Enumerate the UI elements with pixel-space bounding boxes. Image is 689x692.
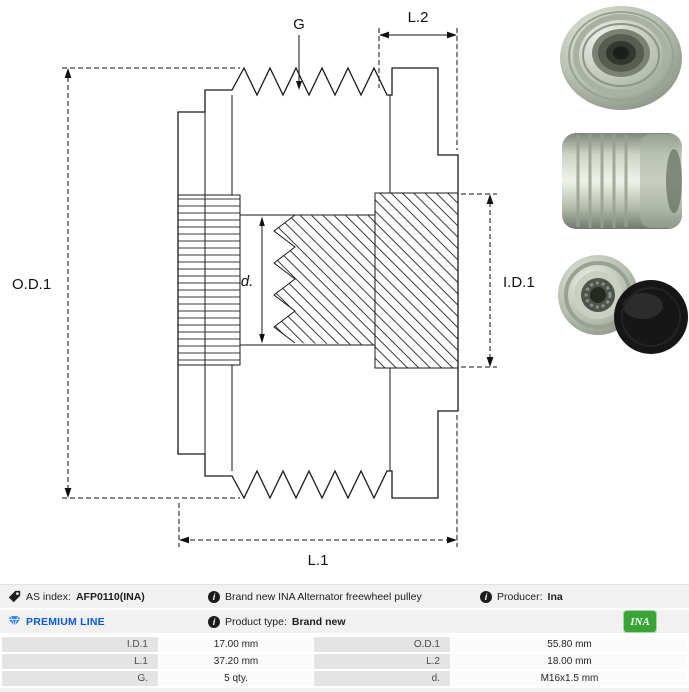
spec-value: 18.00 mm <box>452 654 687 669</box>
info-row-1: AS index: AFP0110(INA) i Brand new INA A… <box>0 585 689 610</box>
tag-icon <box>8 590 21 603</box>
spec-value: 5 qty. <box>160 671 312 686</box>
spec-label: O.D.1 <box>314 637 450 652</box>
diamond-icon <box>8 615 21 628</box>
product-photo-front-and-cap <box>556 249 688 364</box>
product-photo-side-view <box>556 125 688 242</box>
info-row-2: PREMIUM LINE i Product type: Brand new I… <box>0 610 689 635</box>
spec-label: L.1 <box>2 654 158 669</box>
spec-label: G. <box>2 671 158 686</box>
product-description: Brand new INA Alternator freewheel pulle… <box>225 590 422 603</box>
spec-value: 37.20 mm <box>160 654 312 669</box>
info-icon: i <box>480 590 492 603</box>
info-icon: i <box>208 590 220 603</box>
dim-label-g: G <box>293 16 305 33</box>
dimension-g <box>296 35 302 90</box>
product-type-label: Product type: <box>225 615 287 628</box>
spec-value: 17.00 mm <box>160 637 312 652</box>
specs-table: I.D.1 17.00 mm O.D.1 55.80 mm L.1 37.20 … <box>0 635 689 688</box>
sleeve-section-hatched <box>374 192 459 369</box>
premium-line-cell: PREMIUM LINE <box>8 615 208 628</box>
dimension-l2 <box>378 28 458 150</box>
dimension-d <box>259 216 265 344</box>
pulley-outline <box>177 66 459 500</box>
dim-label-od1: O.D.1 <box>12 276 51 293</box>
as-index-cell: AS index: AFP0110(INA) <box>8 590 208 603</box>
as-index-label: AS index: <box>26 590 71 603</box>
dimension-od1 <box>62 67 240 499</box>
spec-label: L.2 <box>314 654 450 669</box>
product-photo-angled-view <box>556 3 688 118</box>
producer-label: Producer: <box>497 590 543 603</box>
as-index-value: AFP0110(INA) <box>75 590 145 603</box>
bore-section-hatch <box>274 215 375 345</box>
product-info-panel: AS index: AFP0110(INA) i Brand new INA A… <box>0 584 689 692</box>
ina-logo: INA <box>623 610 657 633</box>
spec-value: M16x1.5 mm <box>452 671 687 686</box>
table-row: I.D.1 17.00 mm O.D.1 55.80 mm <box>2 637 687 652</box>
dim-label-l2: L.2 <box>408 9 429 26</box>
dim-label-d: d. <box>241 273 254 290</box>
table-row: L.1 37.20 mm L.2 18.00 mm <box>2 654 687 669</box>
producer-cell: i Producer: Ina <box>480 590 681 603</box>
dim-label-id1: I.D.1 <box>503 274 535 291</box>
thread-profile <box>273 214 296 344</box>
dimension-l1 <box>178 415 458 547</box>
table-row: G. 5 qty. d. M16x1.5 mm <box>2 671 687 686</box>
product-photos <box>556 3 688 364</box>
brand-cell: INA <box>480 610 681 633</box>
premium-line-label: PREMIUM LINE <box>26 615 105 628</box>
product-type-cell: i Product type: Brand new <box>208 615 480 628</box>
spec-label: d. <box>314 671 450 686</box>
producer-value: Ina <box>547 590 563 603</box>
technical-drawing: O.D.1 G L.2 I.D.1 <box>12 9 535 569</box>
spec-label: I.D.1 <box>2 637 158 652</box>
description-cell: i Brand new INA Alternator freewheel pul… <box>208 590 480 603</box>
spec-value: 55.80 mm <box>452 637 687 652</box>
dimension-id1 <box>461 193 497 368</box>
dim-label-l1: L.1 <box>308 552 329 569</box>
hub-section-hatched <box>177 194 241 366</box>
product-type-value: Brand new <box>291 615 346 628</box>
info-icon: i <box>208 615 220 628</box>
